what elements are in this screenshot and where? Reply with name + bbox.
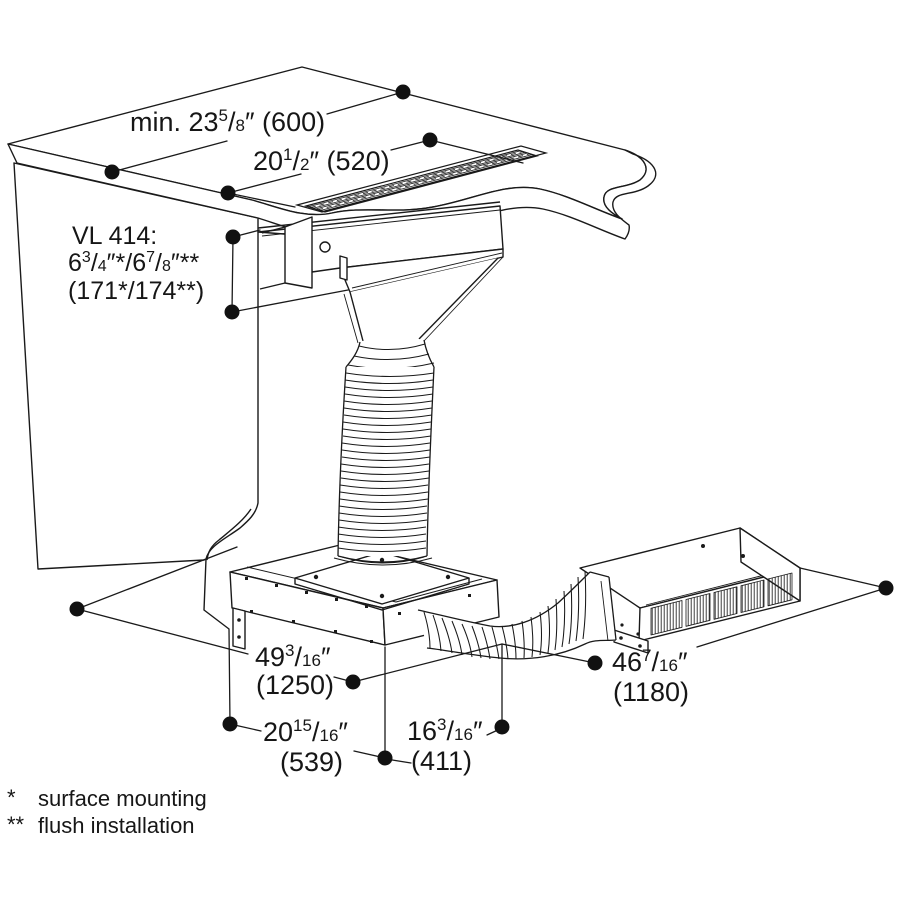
cabinet xyxy=(13,162,259,630)
flat-duct-end-top xyxy=(589,571,610,578)
footnote-text-1: surface mounting xyxy=(38,786,207,811)
dim-1180-lines xyxy=(501,567,887,664)
collar xyxy=(346,339,434,367)
flange-thickness xyxy=(294,578,470,611)
flat-duct-endplate xyxy=(608,576,617,641)
svg-text:2015/16″: 2015/16″ xyxy=(263,716,348,747)
funnel-body xyxy=(350,258,498,343)
plenum-box xyxy=(229,543,500,650)
flat-duct-bottom-edge xyxy=(426,639,617,660)
blower-unit xyxy=(579,527,801,654)
svg-text:(411): (411) xyxy=(411,746,472,776)
duct-right-edge xyxy=(426,366,435,557)
svg-text:(539): (539) xyxy=(280,747,343,777)
dimension-lines xyxy=(69,84,894,766)
footnote-text-2: flush installation xyxy=(38,813,195,838)
grille-outer-frame xyxy=(294,145,549,213)
dim-vl414-label: VL 414: 63/4″*/67/8″** (171*/174**) xyxy=(68,222,204,305)
unit-bottom-fold xyxy=(351,252,503,289)
cabinet-front-corner xyxy=(203,558,230,630)
collar-ring-1 xyxy=(358,343,426,351)
flange-screws xyxy=(313,557,451,599)
dim-1250-label: 493/16″ (1250) xyxy=(255,641,334,700)
unit-left-bracket xyxy=(284,216,313,289)
plenum-screws xyxy=(245,577,471,643)
funnel-right-edge-inner xyxy=(423,256,504,342)
flat-duct-endplate-inner xyxy=(600,580,609,642)
vent-grille xyxy=(294,145,549,213)
dim-600-lines xyxy=(111,91,404,173)
funnel-left-edge xyxy=(349,291,364,342)
collar-right-edge xyxy=(423,339,435,368)
svg-text:(1250): (1250) xyxy=(256,670,334,700)
funnel-left-edge-inner xyxy=(343,293,359,344)
unit-left-tab xyxy=(339,255,348,281)
flat-duct xyxy=(417,570,617,660)
collar-ring-2 xyxy=(353,353,430,361)
vl414-inches: 63/4″*/67/8″** xyxy=(68,249,199,277)
vl414-title: VL 414: xyxy=(72,222,157,250)
dim-411-label: 163/16″ (411) xyxy=(407,715,483,776)
duct-bottom-rim xyxy=(337,555,428,563)
bracket-link-top xyxy=(261,226,286,234)
funnel-right-edge xyxy=(418,257,499,340)
vl414-metric: (171*/174**) xyxy=(68,277,204,305)
svg-text:493/16″: 493/16″ xyxy=(255,641,331,672)
dimension-dots xyxy=(69,84,894,766)
footnotes: * surface mounting ** flush installation xyxy=(7,785,207,838)
bracket-link-bottom xyxy=(259,282,286,290)
dim-1250-lines xyxy=(76,546,503,683)
transition-funnel xyxy=(343,256,504,344)
dim-600-label: min. 235/8″ (600) xyxy=(130,106,325,137)
flange-ring-outer xyxy=(333,557,433,566)
duct-left-edge xyxy=(337,366,347,557)
round-duct xyxy=(337,339,435,563)
blower-vent-panels xyxy=(650,572,793,636)
footnote-marker-1: * xyxy=(7,785,16,810)
svg-text:467/16″: 467/16″ xyxy=(612,646,688,677)
flat-duct-top-edge xyxy=(417,571,591,628)
dim-1180-label: 467/16″ (1180) xyxy=(612,646,689,707)
dim-520-label: 201/2″ (520) xyxy=(253,145,390,176)
svg-text:163/16″: 163/16″ xyxy=(407,715,483,746)
dim-539-label: 2015/16″ (539) xyxy=(263,716,348,777)
downdraft-unit xyxy=(257,201,504,293)
cabinet-side-panel xyxy=(13,162,259,570)
grille-slat-lines xyxy=(308,150,535,212)
cabinet-break-inner-line xyxy=(206,508,252,561)
footnote-marker-2: ** xyxy=(7,812,25,837)
plenum-left-bracket xyxy=(232,607,246,650)
bracket-knob xyxy=(319,241,331,253)
dimension-labels: min. 235/8″ (600) 201/2″ (520) VL 414: 6… xyxy=(68,106,689,777)
svg-text:(1180): (1180) xyxy=(613,677,689,707)
